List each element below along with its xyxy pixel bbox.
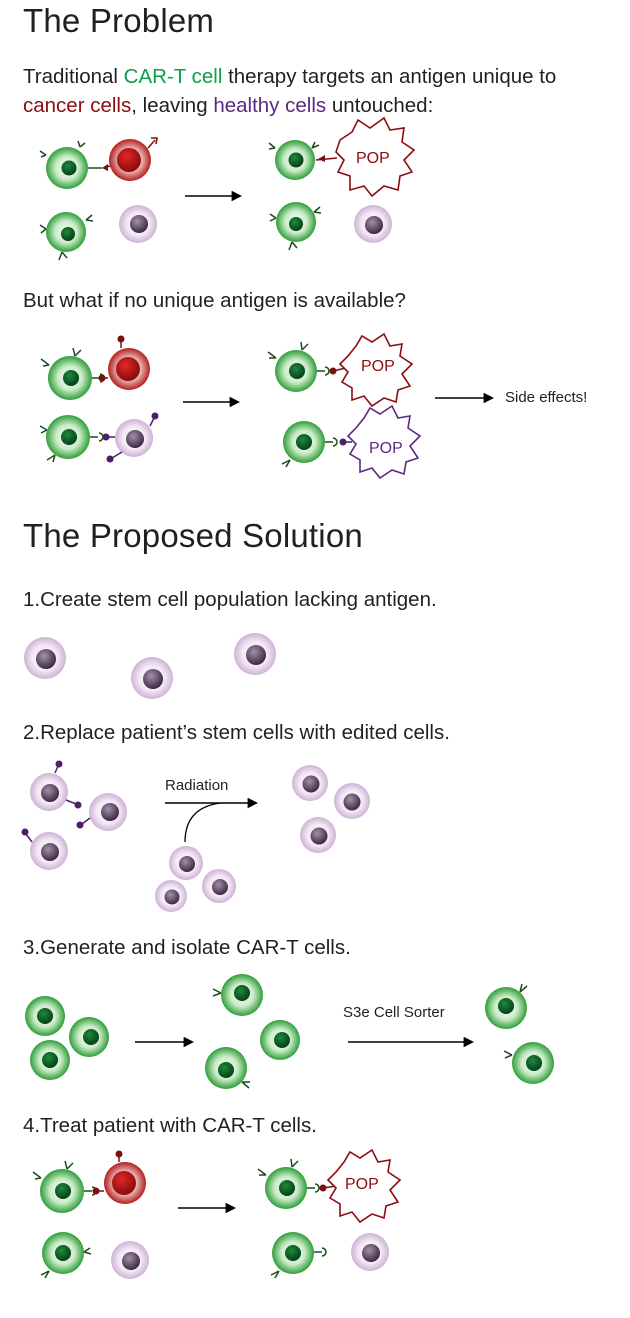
healthy-cell — [354, 205, 392, 243]
patient-stem-cell — [76, 793, 127, 831]
t-cell — [32, 1160, 97, 1213]
intro-text: Traditional — [23, 65, 124, 88]
healthy-cell — [351, 1233, 389, 1271]
problem-title: The Problem — [23, 2, 215, 39]
t-cell — [269, 202, 322, 251]
edited-stem-cell — [155, 880, 187, 912]
car-t-cell — [503, 1042, 554, 1084]
t-cell — [40, 347, 105, 400]
t-cell — [40, 1232, 92, 1279]
car-t-cell — [212, 974, 263, 1016]
intro-paragraph: Traditional CAR-T cell therapy targets a… — [23, 62, 623, 120]
pop-label: POP — [369, 440, 403, 457]
healthy-cell — [119, 205, 157, 243]
intro-text: , leaving — [131, 94, 214, 117]
edited-stem-cell — [202, 869, 236, 903]
radiation-arrow — [165, 797, 259, 843]
car-t-cell — [485, 983, 528, 1029]
patient-stem-cell — [21, 828, 68, 870]
cancer-cell — [98, 335, 150, 390]
t-cell — [30, 1040, 70, 1080]
intro-text: untouched: — [326, 94, 434, 117]
solution-title: The Proposed Solution — [23, 517, 363, 554]
cancer-term: cancer cells — [23, 94, 132, 117]
t-cell — [39, 212, 94, 261]
pop-burst — [326, 1148, 402, 1224]
t-cell — [25, 996, 65, 1036]
patient-stem-cell — [30, 760, 82, 811]
cancer-cell — [92, 1150, 146, 1204]
t-cell — [267, 341, 347, 392]
t-cell — [39, 415, 104, 463]
pop-label: POP — [356, 150, 390, 167]
t-cell — [69, 1017, 109, 1057]
step-1-text: 1.Create stem cell population lacking an… — [23, 588, 437, 611]
pop-label: POP — [361, 358, 395, 375]
pop-burst — [335, 116, 416, 198]
car-t-cell — [205, 1047, 250, 1089]
step-3-text: 3.Generate and isolate CAR-T cells. — [23, 936, 351, 959]
healthy-cell — [102, 412, 159, 463]
edited-stem-cell — [24, 637, 66, 679]
intro-text: therapy targets an antigen unique to — [222, 65, 557, 88]
t-cell — [257, 1158, 337, 1209]
edited-stem-cell — [131, 657, 173, 699]
pop-burst — [338, 332, 414, 408]
pop-label: POP — [345, 1176, 379, 1193]
question-text: But what if no unique antigen is availab… — [23, 289, 406, 312]
edited-stem-cell — [169, 846, 203, 880]
t-cell — [281, 421, 352, 468]
t-cell — [39, 140, 102, 189]
t-cell — [270, 1232, 327, 1279]
pop-burst — [346, 404, 422, 480]
t-cell — [268, 140, 338, 180]
edited-stem-cell — [292, 765, 328, 801]
edited-stem-cell — [334, 783, 370, 819]
side-effects-label: Side effects! — [505, 389, 588, 406]
radiation-label: Radiation — [165, 777, 229, 794]
step-2-text: 2.Replace patient’s stem cells with edit… — [23, 721, 450, 744]
car-t-term: CAR-T cell — [123, 65, 223, 88]
step-4-text: 4.Treat patient with CAR-T cells. — [23, 1114, 317, 1137]
t-cell — [260, 1020, 300, 1060]
cancer-cell — [102, 137, 158, 181]
healthy-term: healthy cells — [213, 94, 327, 117]
edited-stem-cell — [300, 817, 336, 853]
sorter-label: S3e Cell Sorter — [343, 1004, 445, 1021]
edited-stem-cell — [234, 633, 276, 675]
healthy-cell — [111, 1241, 149, 1279]
